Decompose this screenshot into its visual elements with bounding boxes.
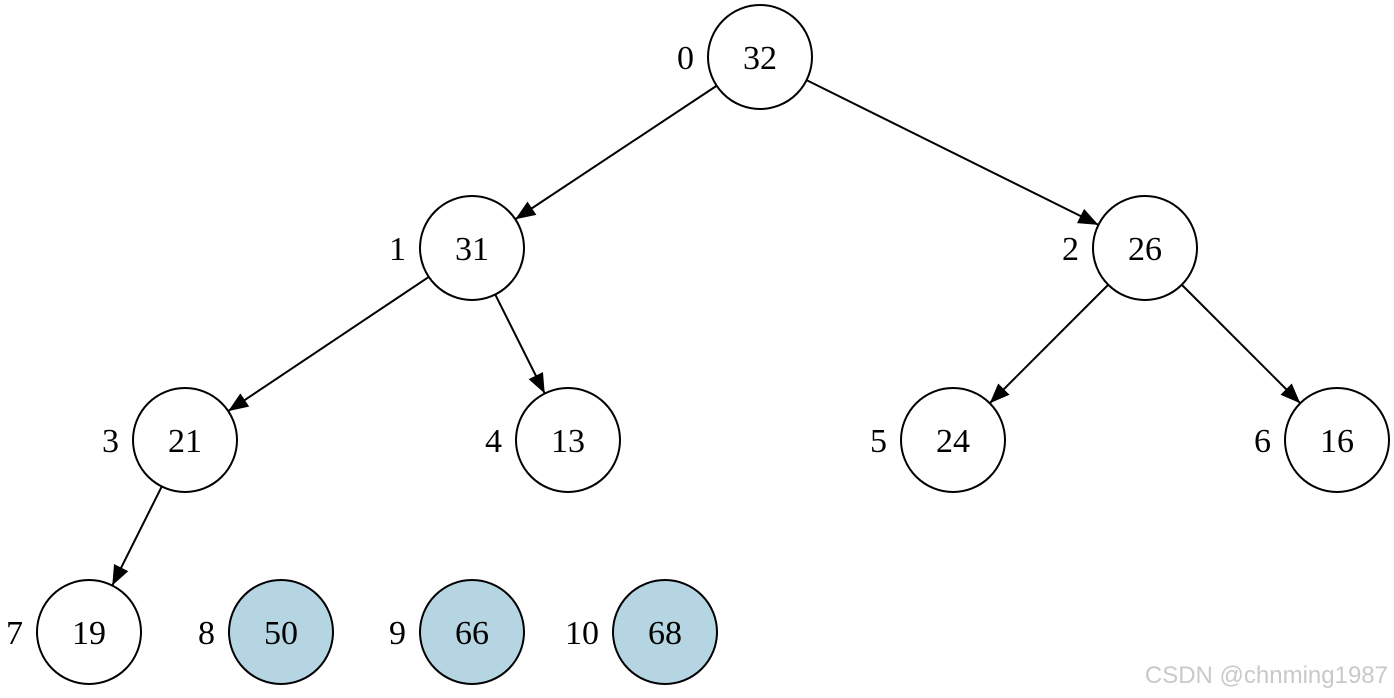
node-circle bbox=[1284, 387, 1390, 493]
node-circle bbox=[612, 579, 718, 685]
node-index-label: 2 bbox=[1062, 231, 1079, 268]
edge-3-to-7 bbox=[111, 486, 163, 586]
node-value: 16 bbox=[1320, 423, 1354, 460]
node-circle bbox=[1092, 195, 1198, 301]
node-index-label: 1 bbox=[389, 231, 406, 268]
node-index-label: 10 bbox=[565, 615, 599, 652]
node-circle bbox=[900, 387, 1006, 493]
node-index-label: 8 bbox=[198, 615, 215, 652]
edge-2-to-5 bbox=[989, 284, 1109, 404]
node-value: 19 bbox=[72, 615, 106, 652]
node-index-label: 9 bbox=[389, 615, 406, 652]
node-index-label: 0 bbox=[677, 40, 694, 77]
tree-node-10: 68 10 bbox=[565, 579, 718, 685]
node-index-label: 3 bbox=[102, 423, 119, 460]
tree-node-6: 16 6 bbox=[1254, 387, 1390, 493]
node-index-label: 6 bbox=[1254, 423, 1271, 460]
edge-0-to-1 bbox=[514, 84, 718, 221]
tree-node-2: 26 2 bbox=[1062, 195, 1198, 301]
node-value: 31 bbox=[455, 231, 489, 268]
node-circle bbox=[707, 4, 813, 110]
node-index-label: 4 bbox=[485, 423, 502, 460]
nodes-layer: 32 0 31 1 26 2 21 3 13 4 24 5 16 6 19 7 50 8 66 9 68 10 bbox=[6, 4, 1390, 685]
node-value: 13 bbox=[551, 423, 585, 460]
node-index-label: 7 bbox=[6, 615, 23, 652]
node-index-label: 5 bbox=[870, 423, 887, 460]
node-value: 21 bbox=[168, 423, 202, 460]
tree-node-4: 13 4 bbox=[485, 387, 621, 493]
node-value: 68 bbox=[648, 615, 682, 652]
tree-node-3: 21 3 bbox=[102, 387, 238, 493]
tree-node-7: 19 7 bbox=[6, 579, 142, 685]
edge-1-to-3 bbox=[227, 276, 430, 412]
node-circle bbox=[36, 579, 142, 685]
tree-node-1: 31 1 bbox=[389, 195, 525, 301]
node-value: 50 bbox=[264, 615, 298, 652]
edge-2-to-6 bbox=[1181, 284, 1301, 404]
tree-node-9: 66 9 bbox=[389, 579, 525, 685]
node-circle bbox=[419, 195, 525, 301]
node-circle bbox=[132, 387, 238, 493]
edge-0-to-2 bbox=[806, 79, 1099, 226]
node-value: 24 bbox=[936, 423, 970, 460]
node-circle bbox=[515, 387, 621, 493]
node-value: 26 bbox=[1128, 231, 1162, 268]
watermark: CSDN @chnming1987 bbox=[1144, 662, 1388, 689]
tree-node-0: 32 0 bbox=[677, 4, 813, 110]
node-circle bbox=[228, 579, 334, 685]
edges-layer bbox=[111, 79, 1301, 586]
node-circle bbox=[419, 579, 525, 685]
tree-node-8: 50 8 bbox=[198, 579, 334, 685]
edge-1-to-4 bbox=[494, 294, 546, 394]
node-value: 66 bbox=[455, 615, 489, 652]
node-value: 32 bbox=[743, 40, 777, 77]
tree-node-5: 24 5 bbox=[870, 387, 1006, 493]
